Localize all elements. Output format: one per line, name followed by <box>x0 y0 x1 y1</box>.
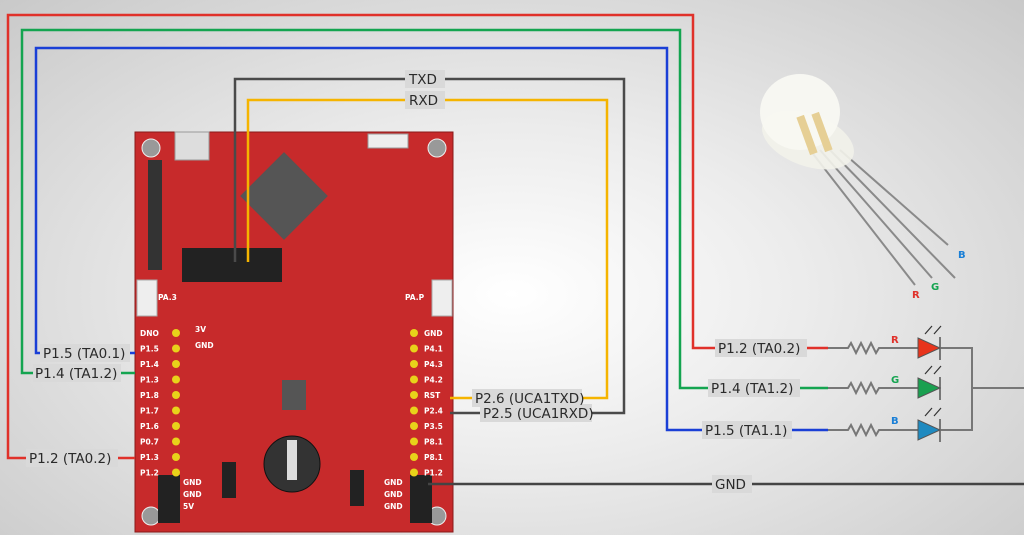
led-label-g: G <box>891 375 899 386</box>
pin-label: P3.5 <box>424 422 443 431</box>
pin-label: P1.2 <box>424 469 443 478</box>
header-pin <box>172 406 180 415</box>
resistor-icon <box>828 422 918 438</box>
pin-label: P8.1 <box>424 438 443 447</box>
pin-label: P1.5 <box>140 345 159 354</box>
label-rxd: RXD <box>409 93 438 109</box>
header-pin <box>172 375 180 384</box>
label-p26: P2.6 (UCA1TXD) <box>475 391 584 407</box>
label-right-p12: P1.2 (TA0.2) <box>718 341 800 357</box>
label-left-p14: P1.4 (TA1.2) <box>35 366 117 382</box>
power-label-gnd: GND <box>195 341 214 350</box>
pin-label: P4.1 <box>424 345 443 354</box>
pin-label: P1.7 <box>140 407 159 416</box>
header-pin <box>172 329 180 337</box>
label-left-p15: P1.5 (TA0.1) <box>43 346 125 362</box>
bottom-label: 5V <box>183 502 194 511</box>
pin-label: P4.3 <box>424 360 443 369</box>
header-pin <box>410 468 418 477</box>
label-txd: TXD <box>408 72 437 88</box>
header-pin <box>410 422 418 430</box>
pin-label: P1.3 <box>140 376 159 385</box>
resistor-icon <box>828 380 918 396</box>
led-red-icon <box>917 337 942 359</box>
label-p25: P2.5 (UCA1RXD) <box>483 406 594 422</box>
header-pin <box>172 360 180 368</box>
led-green-icon <box>917 377 942 399</box>
bottom-label: GND <box>384 490 403 499</box>
leg-label-g: G <box>931 282 939 293</box>
silkscreen-bottom: GND GND 5V GND GND GND <box>183 478 403 511</box>
header-pin <box>410 391 418 399</box>
leg-label-r: R <box>912 290 920 301</box>
label-gnd: GND <box>715 477 746 493</box>
power-label-3v: 3V <box>195 325 206 334</box>
pin-label: P1.2 <box>140 469 159 478</box>
rgb-led-picture: R G B <box>760 74 966 301</box>
header-pin <box>410 360 418 368</box>
bottom-label: GND <box>183 478 202 487</box>
header-pin <box>410 344 418 353</box>
launchpad-board: PA.3 PA.P 3V GND DNOP1.5P1.4P1.3P1.8P1.7… <box>134 131 454 533</box>
leg-label-b: B <box>958 250 966 261</box>
mcu-chip <box>240 152 328 240</box>
pin-label: P1.8 <box>140 391 159 400</box>
resistor-icon <box>828 340 918 356</box>
led-label-r: R <box>891 335 899 346</box>
bottom-label: GND <box>183 490 202 499</box>
header-pin <box>410 453 418 461</box>
button <box>367 133 409 149</box>
pin-label: P2.4 <box>424 407 443 416</box>
header-pin <box>410 375 418 384</box>
pin-label: GND <box>424 329 443 338</box>
header-pin <box>172 391 180 399</box>
label-right-p15: P1.5 (TA1.1) <box>705 423 787 439</box>
led-label-b: B <box>891 416 899 427</box>
pin-label: DNO <box>140 329 159 338</box>
usb-connector <box>174 131 210 161</box>
header-pin <box>410 329 418 337</box>
light-emission-icon <box>924 325 942 417</box>
bottom-label: GND <box>384 478 403 487</box>
pin-label: P0.7 <box>140 438 159 447</box>
header-pin <box>410 406 418 415</box>
led-blue-icon <box>917 419 942 441</box>
label-right-p14: P1.4 (TA1.2) <box>711 381 793 397</box>
header-bottom-right <box>410 475 432 523</box>
label-left-p12: P1.2 (TA0.2) <box>29 451 111 467</box>
jumper-header <box>182 248 282 282</box>
pin-label: P1.3 <box>140 453 159 462</box>
header-pin <box>172 453 180 461</box>
header-pin <box>410 437 418 446</box>
side-label-left: PA.3 <box>158 293 177 302</box>
connector-left <box>136 279 158 317</box>
header-pin <box>172 468 180 477</box>
side-label-right: PA.P <box>405 293 425 302</box>
header-bottom-left <box>158 475 180 523</box>
pin-label: RST <box>424 391 441 400</box>
pin-label: P4.2 <box>424 376 443 385</box>
connector-right <box>431 279 453 317</box>
pin-label: P8.1 <box>424 453 443 462</box>
bottom-label: GND <box>384 502 403 511</box>
pin-label: P1.6 <box>140 422 159 431</box>
header-pins-left-top <box>148 160 162 270</box>
pin-label: P1.4 <box>140 360 159 369</box>
header-pin <box>172 344 180 353</box>
header-pin <box>172 437 180 446</box>
header-pin <box>172 422 180 430</box>
